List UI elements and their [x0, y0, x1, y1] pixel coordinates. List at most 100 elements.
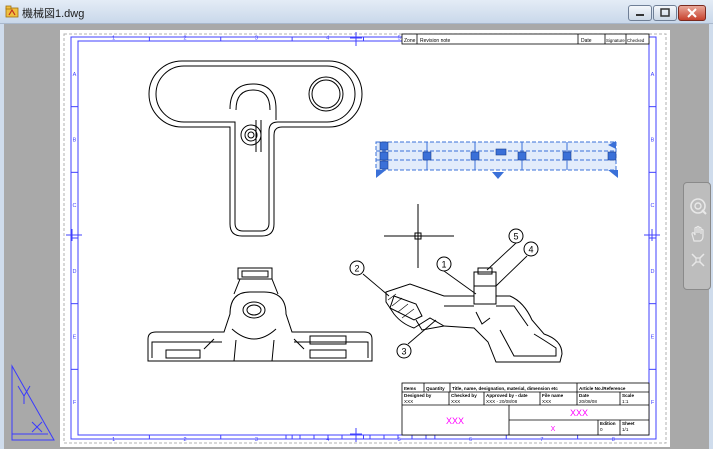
frame-row-label: C — [73, 203, 77, 209]
balloon-1: 1 — [436, 256, 452, 272]
table-resize-grip-icon[interactable] — [376, 170, 386, 178]
revision-date-header: Date — [581, 38, 592, 44]
table-grip[interactable] — [422, 151, 432, 161]
scale-value: 1:1 — [622, 399, 629, 404]
title-bar[interactable]: 機械図1.dwg — [0, 0, 713, 24]
table-grip[interactable] — [379, 160, 389, 170]
pan-icon[interactable] — [689, 225, 707, 243]
balloon-leaders — [362, 242, 528, 345]
designed-by-value: XXX — [404, 399, 413, 404]
revision-signature-header: Signature — [606, 38, 625, 43]
approved-by-value: XXX - 20/08/08 — [486, 399, 518, 404]
revision-zone-header: Zone — [404, 38, 416, 44]
frame-row-label: E — [651, 335, 655, 341]
revision-note-header: Revision note — [420, 38, 451, 44]
navigation-bar[interactable] — [683, 182, 711, 290]
front-view-geometry — [147, 267, 373, 362]
frame-row-label: B — [73, 138, 77, 144]
date-value: 20/08/08 — [579, 399, 597, 404]
ucs-icon — [11, 364, 55, 441]
balloon-3: 3 — [396, 343, 412, 359]
edition-label: Edition — [600, 421, 616, 426]
drawing-title: XXX — [570, 408, 588, 418]
frame-row-label: A — [73, 72, 77, 78]
frame-column-label: 2 — [184, 437, 187, 443]
quantity-header: Quantity — [426, 386, 445, 391]
balloon-4-label: 4 — [528, 245, 533, 255]
file-name-value: XXX — [542, 399, 551, 404]
frame-column-label: 8 — [612, 437, 615, 443]
frame-column-label: 2 — [184, 36, 187, 42]
balloon-3-label: 3 — [401, 347, 406, 357]
frame-column-label: 7 — [540, 437, 543, 443]
frame-column-label: 4 — [326, 437, 329, 443]
designed-by-label: Designed by — [404, 393, 432, 398]
revision-checked-header: Checked — [627, 38, 645, 43]
frame-column-label: 1 — [112, 437, 115, 443]
section-hatching — [387, 293, 415, 319]
table-grip[interactable] — [517, 151, 527, 161]
frame-row-label: E — [73, 335, 77, 341]
checked-by-label: Checked by — [451, 393, 477, 398]
balloon-5-label: 5 — [513, 232, 518, 242]
frame-row-label: D — [651, 269, 655, 275]
file-name-label: File name — [542, 393, 564, 398]
printable-area — [63, 33, 667, 444]
checked-by-value: XXX — [451, 399, 460, 404]
metric-scale-bar — [285, 434, 427, 440]
title-block — [401, 382, 650, 436]
balloon-2: 2 — [349, 260, 365, 276]
date-label: Date — [579, 393, 589, 398]
drawing-subtitle: X — [551, 426, 556, 433]
table-grip[interactable] — [562, 151, 572, 161]
table-grip[interactable] — [607, 151, 617, 161]
table-grip[interactable] — [495, 148, 507, 156]
minimize-icon — [636, 14, 644, 16]
crosshair-cursor — [384, 204, 454, 268]
steering-wheel-icon[interactable] — [689, 197, 707, 215]
window-title: 機械図1.dwg — [22, 8, 85, 20]
approved-by-label: Approved by - date — [486, 393, 528, 398]
section-view-geometry — [385, 267, 563, 363]
frame-column-label: 5 — [398, 36, 401, 42]
balloon-4: 4 — [523, 241, 539, 257]
table-resize-grip-icon[interactable] — [608, 170, 618, 178]
table-grip[interactable] — [379, 151, 389, 161]
table-grip[interactable] — [379, 141, 389, 151]
scale-label: Scale — [622, 393, 634, 398]
table-grip[interactable] — [470, 151, 480, 161]
items-header: Items — [404, 386, 416, 391]
frame-column-label: 3 — [255, 437, 258, 443]
frame-row-label: C — [651, 203, 655, 209]
frame-row-label: F — [651, 400, 655, 406]
sheet-value: 1/1 — [622, 427, 629, 432]
top-view-geometry — [148, 60, 363, 237]
frame-row-label: F — [73, 400, 77, 406]
maximize-button[interactable] — [653, 5, 677, 21]
close-button[interactable] — [678, 5, 706, 21]
sheet-label: Sheet — [622, 421, 635, 426]
edition-value: 0 — [600, 427, 603, 432]
frame-column-label: 1 — [112, 36, 115, 42]
table-height-grip-icon[interactable] — [492, 172, 504, 179]
selected-table-object[interactable] — [375, 141, 618, 179]
title-header: Title, name, designation, material, dime… — [452, 386, 558, 391]
maximize-icon — [660, 8, 670, 17]
minimize-button[interactable] — [628, 5, 652, 21]
paper-sheet — [60, 30, 670, 447]
frame-row-label: D — [73, 269, 77, 275]
frame-column-label: 6 — [469, 437, 472, 443]
balloon-1-label: 1 — [441, 260, 446, 270]
article-header: Article No./Reference — [579, 386, 626, 391]
frame-column-label: 3 — [255, 36, 258, 42]
table-width-grip-icon[interactable] — [608, 141, 616, 149]
frame-column-label: 5 — [398, 437, 401, 443]
zoom-extents-icon[interactable] — [689, 251, 707, 269]
frame-row-label: A — [651, 72, 655, 78]
company-name: XXX — [446, 416, 464, 426]
drawing-file-icon — [5, 5, 19, 18]
